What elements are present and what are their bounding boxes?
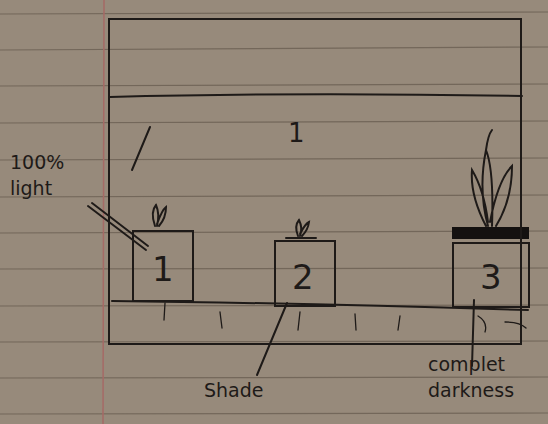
callout-number: 1 [152, 252, 174, 286]
tall-plant-3 [472, 130, 512, 226]
pot-box: 1 [132, 230, 194, 302]
slash-mark [132, 127, 150, 170]
light-label: 100% light [10, 150, 90, 201]
leader-shade [257, 303, 287, 375]
lid-line [110, 94, 522, 97]
sprout-1 [153, 205, 166, 226]
paper-rule-lines [0, 12, 548, 414]
sprout-2 [286, 220, 316, 238]
callout-number: 3 [480, 260, 502, 294]
enclosure-box: 1 1 2 3 [108, 18, 522, 345]
box-number: 1 [288, 120, 305, 146]
shade-label: Shade [204, 378, 294, 404]
pot-box: 2 [274, 240, 336, 307]
callout-number: 2 [292, 260, 314, 294]
leader-light [88, 203, 148, 250]
darkness-label: complet darkness [428, 352, 540, 403]
pot-box: 3 [452, 242, 530, 308]
dark-cover [452, 227, 529, 239]
